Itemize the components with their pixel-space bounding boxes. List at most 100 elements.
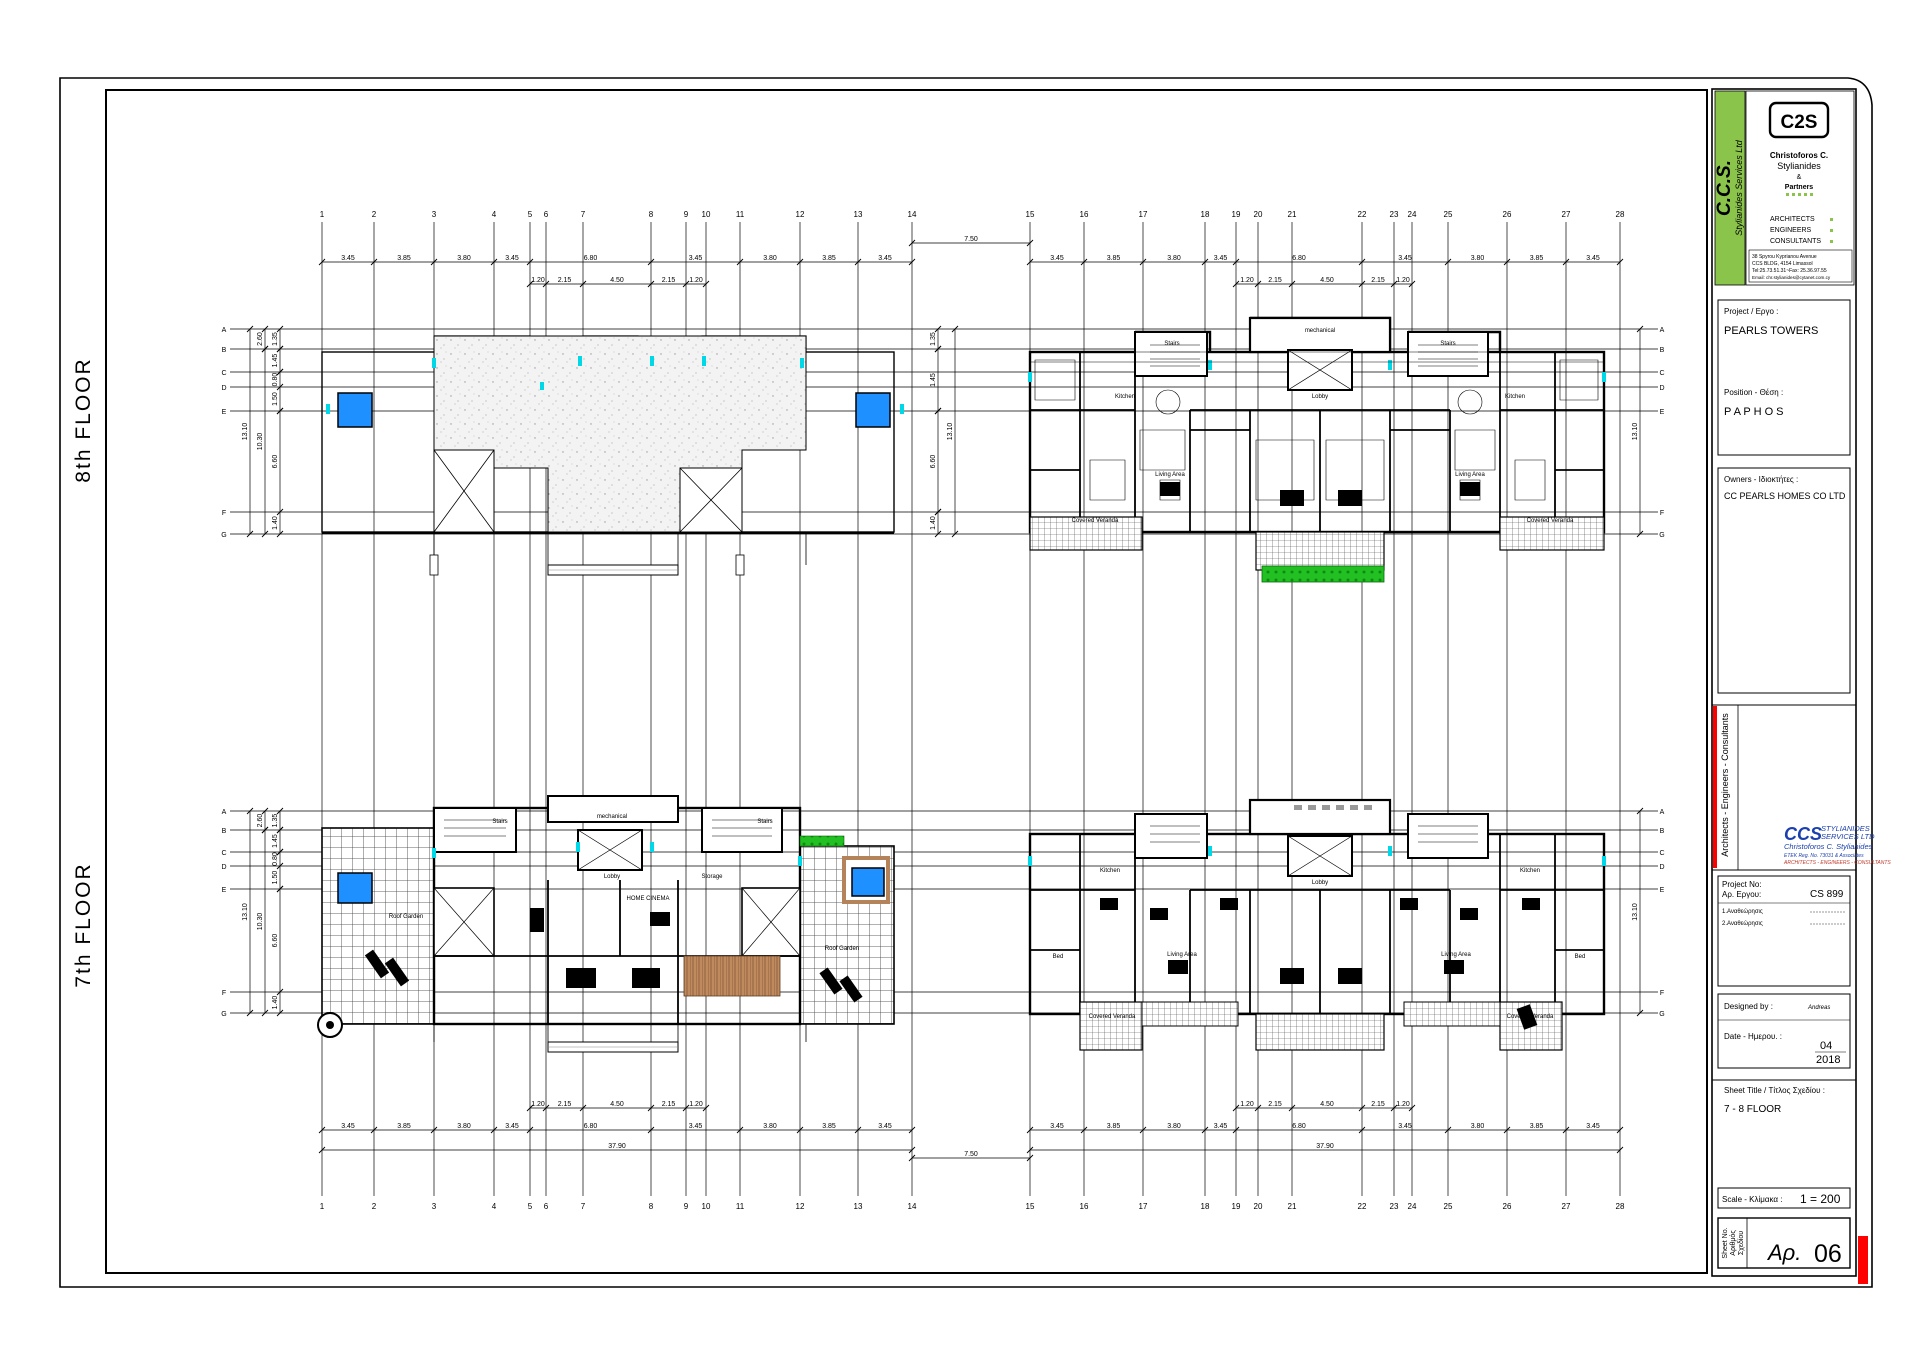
- grid-col-label-top: 11: [736, 210, 745, 219]
- grid-col-label-bottom: 16: [1080, 1202, 1089, 1211]
- dimension-value: 2.15: [662, 277, 676, 284]
- grid-col-label-top: 12: [796, 210, 805, 219]
- dimension-value: 2.15: [662, 1101, 676, 1108]
- dimension-tick: [1636, 1009, 1644, 1017]
- dimension-value: 1.35: [272, 332, 279, 346]
- grid-row-label: G: [221, 532, 226, 539]
- dimension-value: 3.45: [689, 1123, 703, 1130]
- dimension-value: 3.45: [1398, 255, 1412, 262]
- dimension-value: 3.85: [1107, 255, 1121, 262]
- dimension-tick: [430, 258, 438, 266]
- dimension-tick: [542, 280, 550, 288]
- pool-icon: [851, 867, 885, 897]
- dimension-value: 1.20: [1396, 277, 1410, 284]
- dimension-value: 13.10: [1632, 903, 1639, 921]
- dimension-tick: [854, 258, 862, 266]
- grid-col-label-bottom: 3: [432, 1202, 437, 1211]
- dimension-value: 2.15: [1371, 1101, 1385, 1108]
- company-role-consultants: CONSULTANTS: [1770, 238, 1821, 245]
- grid-row-label: A: [1660, 327, 1665, 334]
- company-name-4: Partners: [1785, 184, 1814, 191]
- owners-label: Owners - Ιδιοκτήτες :: [1724, 475, 1798, 484]
- designed-label: Designed by :: [1724, 1002, 1773, 1011]
- dimension-value: 1.20: [689, 277, 703, 284]
- revision-2: 2.Αναθεώρησις: [1722, 921, 1763, 927]
- dimension-tick: [261, 345, 269, 353]
- grid-row-label: G: [221, 1011, 226, 1018]
- dimension-value: 37.90: [1316, 1143, 1334, 1150]
- plan-label-mechanical: mechanical: [597, 814, 627, 820]
- dimension-tick: [1503, 258, 1511, 266]
- veranda-pavers: [1255, 1013, 1385, 1051]
- plan-label-lobby: Lobby: [1312, 880, 1328, 886]
- dimension-tick: [318, 1126, 326, 1134]
- dimension-value: 1.35: [272, 814, 279, 828]
- dimension-tick: [1232, 280, 1240, 288]
- plan-label-stairs: Stairs: [1440, 341, 1455, 347]
- grid-row-label: B: [222, 347, 227, 354]
- dimension-tick: [490, 258, 498, 266]
- dimension-tick: [682, 280, 690, 288]
- dimension-value: 3.45: [341, 255, 355, 262]
- ccs-logo-line2: Christoforos C. Stylianides: [1784, 842, 1873, 851]
- plan-label-living: Living Area: [1441, 952, 1471, 958]
- company-address-3: Tel:25.73.51.31~Fax: 25.36.97.55: [1752, 268, 1827, 274]
- dimension-tick: [246, 325, 254, 333]
- dimension-value: 3.80: [763, 255, 777, 262]
- grid-col-label-bottom: 27: [1562, 1202, 1571, 1211]
- dimension-tick: [908, 1154, 916, 1162]
- company-name-1: Christoforos C.: [1770, 151, 1828, 160]
- dimension-value: 1.20: [1240, 277, 1254, 284]
- grid-col-label-bottom: 6: [544, 1202, 549, 1211]
- dimension-tick: [1232, 1104, 1240, 1112]
- dimension-tick: [1254, 1104, 1262, 1112]
- dimension-tick: [647, 1104, 655, 1112]
- dimension-tick: [246, 807, 254, 815]
- dimension-value: 3.45: [1050, 1123, 1064, 1130]
- grid-col-label-bottom: 21: [1288, 1202, 1297, 1211]
- dimension-value: 3.45: [505, 255, 519, 262]
- dimension-tick: [1636, 325, 1644, 333]
- dimension-tick: [1026, 258, 1034, 266]
- grid-col-label-top: 4: [492, 210, 497, 219]
- dimension-tick: [647, 258, 655, 266]
- pool-icon: [855, 392, 891, 428]
- plan-label-kitchen: Kitchen: [1115, 394, 1135, 400]
- dimension-tick: [276, 368, 284, 376]
- floor-label-7th: 7th FLOOR: [72, 862, 95, 987]
- dimension-value: 10.30: [257, 913, 264, 931]
- dimension-value: 3.80: [457, 255, 471, 262]
- dimension-tick: [276, 826, 284, 834]
- dimension-tick: [1288, 280, 1296, 288]
- dimension-tick: [702, 280, 710, 288]
- dimension-value: 3.45: [1586, 255, 1600, 262]
- dimension-tick: [1201, 258, 1209, 266]
- dimension-tick: [1358, 280, 1366, 288]
- dimension-value: 6.80: [584, 255, 598, 262]
- grid-row-label: F: [1660, 510, 1664, 517]
- grid-row-label: C: [221, 370, 226, 377]
- dimension-value: 3.85: [822, 1123, 836, 1130]
- project-label: Project / Εργο :: [1724, 307, 1778, 316]
- grid-col-label-bottom: 11: [736, 1202, 745, 1211]
- plan-label-stairs: Stairs: [1164, 341, 1179, 347]
- dimension-tick: [276, 988, 284, 996]
- grid-col-label-bottom: 13: [854, 1202, 863, 1211]
- grid-row-label: B: [222, 828, 227, 835]
- outer-frame: [59, 77, 1873, 1288]
- dimension-tick: [370, 1126, 378, 1134]
- deck-timber: [683, 955, 781, 997]
- dimension-tick: [276, 862, 284, 870]
- dimension-value: 13.10: [242, 423, 249, 441]
- dimension-tick: [1562, 258, 1570, 266]
- dimension-tick: [246, 1009, 254, 1017]
- dimension-value: 13.10: [242, 903, 249, 921]
- dimension-value: 3.85: [1530, 1123, 1544, 1130]
- grid-col-label-top: 10: [702, 210, 711, 219]
- grid-col-label-top: 13: [854, 210, 863, 219]
- dimension-value: 7.50: [964, 236, 978, 243]
- dimension-value: 6.80: [1292, 255, 1306, 262]
- veranda-pavers: [1141, 1001, 1239, 1027]
